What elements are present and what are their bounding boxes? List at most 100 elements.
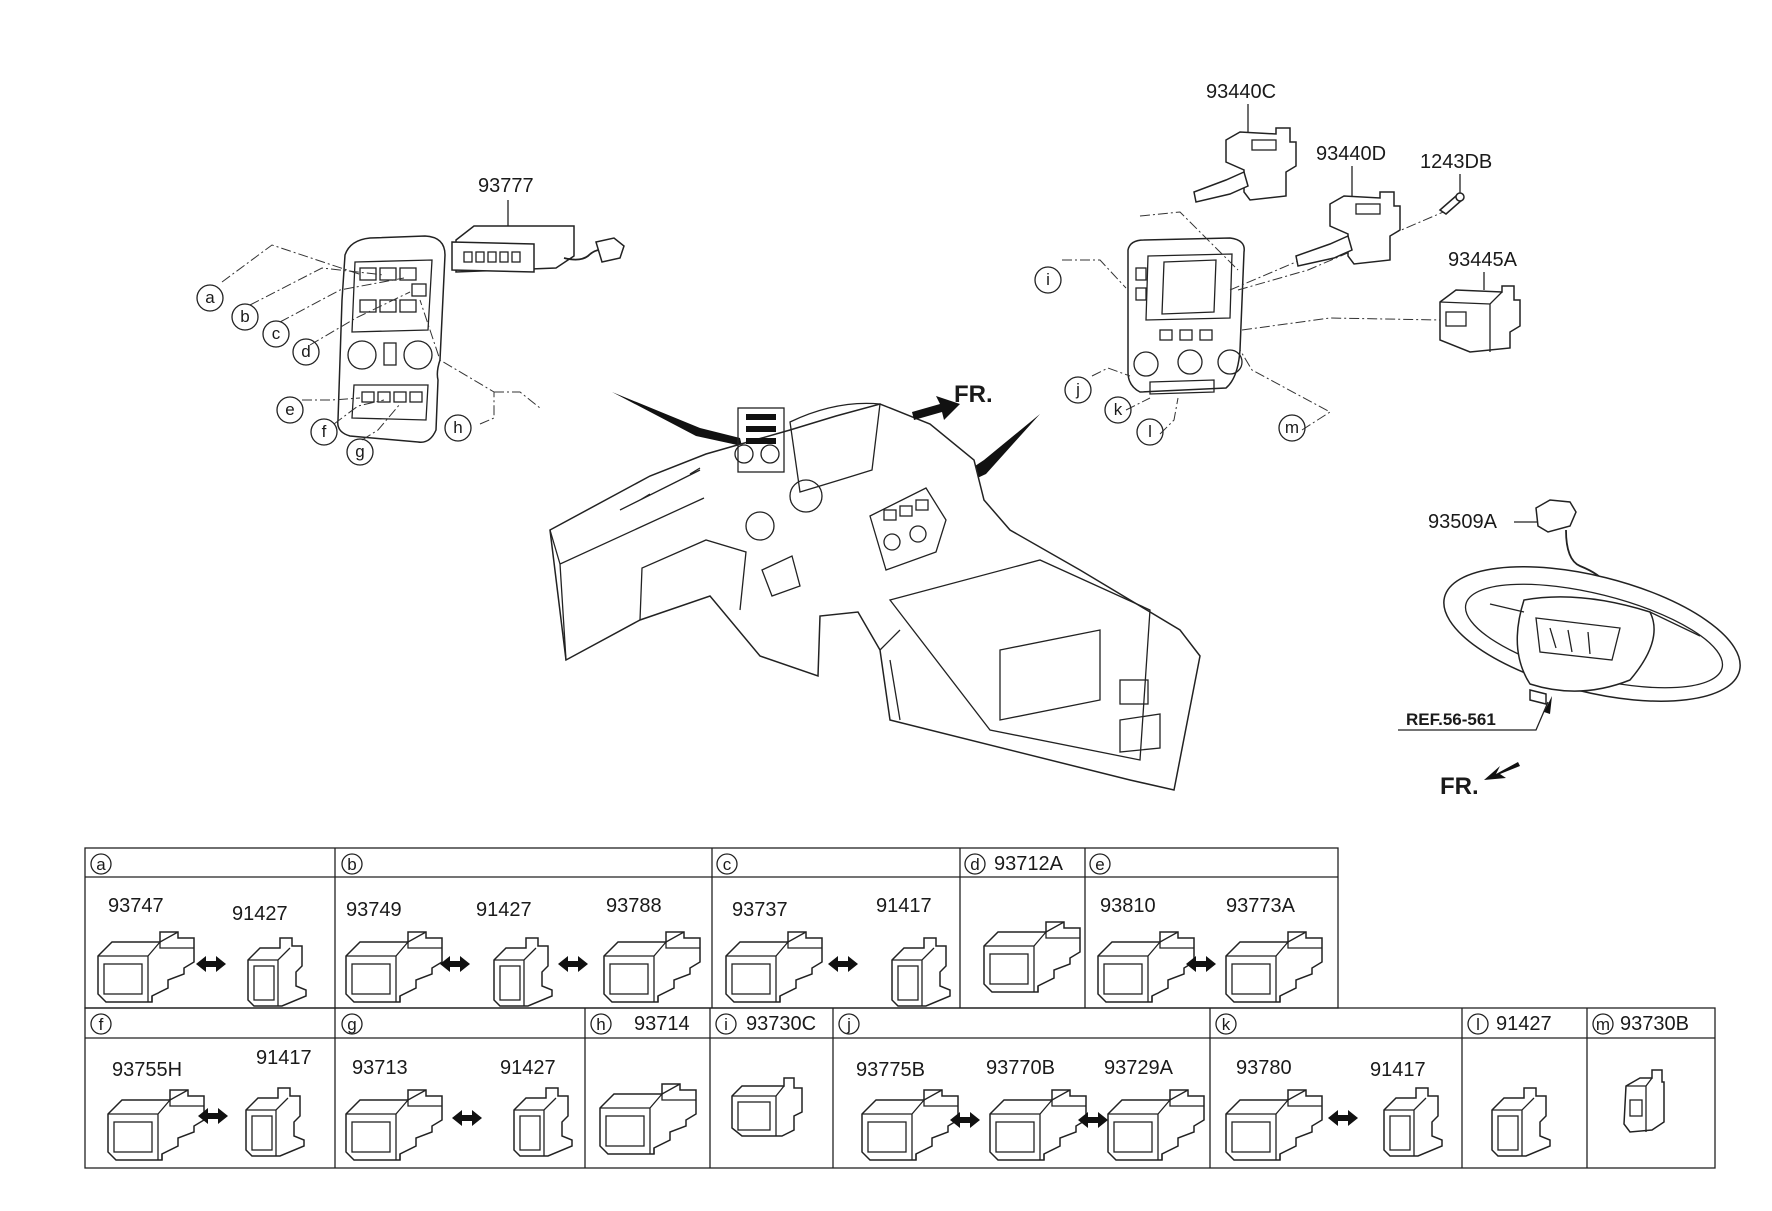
reference-label: REF.56-561	[1406, 710, 1496, 729]
callout-j: j	[1075, 380, 1080, 399]
interchange-arrow-icon	[452, 1110, 482, 1126]
cell-a-item-2: 91427	[232, 903, 288, 925]
switch-93810-icon	[1097, 931, 1195, 1003]
switch-91427-icon	[493, 937, 553, 1007]
switch-93730B-icon	[1623, 1069, 1665, 1133]
interchange-arrow-icon	[558, 956, 588, 972]
cell-k-item-2: 91417	[1370, 1059, 1426, 1081]
dashboard-illustration	[549, 392, 1201, 791]
cell-f-item-2: 91417	[256, 1047, 312, 1069]
part-93440C: 93440C	[1193, 81, 1297, 203]
switch-93788-icon	[603, 931, 701, 1003]
table-cell-l: l 91427	[1467, 1013, 1552, 1157]
cell-b-item-2: 91427	[476, 899, 532, 921]
cell-g-item-2: 91427	[500, 1057, 556, 1079]
cell-i-letter: i	[724, 1015, 728, 1034]
part-93440D-label: 93440D	[1316, 143, 1386, 165]
switch-93770B-icon	[989, 1089, 1087, 1161]
cell-l-letter: l	[1476, 1015, 1480, 1034]
cell-e-letter: e	[1095, 855, 1104, 874]
right-callouts: i j k l m	[1034, 266, 1306, 446]
cell-d-letter: d	[970, 855, 979, 874]
front-arrow-wheel: FR.	[1440, 762, 1520, 800]
switch-91427-icon	[1491, 1087, 1551, 1157]
part-1243DB-label: 1243DB	[1420, 151, 1492, 173]
switch-93775B-icon	[861, 1089, 959, 1161]
part-93445A-label: 93445A	[1448, 249, 1518, 271]
switch-93755H-icon	[107, 1089, 205, 1161]
cell-l-part: 91427	[1496, 1013, 1552, 1035]
switch-93714-icon	[599, 1083, 697, 1155]
cell-f-item-1: 93755H	[112, 1059, 182, 1081]
interchange-arrow-icon	[196, 956, 226, 972]
cell-j-item-1: 93775B	[856, 1059, 925, 1081]
left-switch-panel	[337, 235, 446, 443]
callout-l: l	[1148, 422, 1152, 441]
switch-91417-icon	[245, 1087, 305, 1157]
cell-m-letter: m	[1596, 1015, 1610, 1034]
cell-j-item-2: 93770B	[986, 1057, 1055, 1079]
cell-e-item-2: 93773A	[1226, 895, 1296, 917]
cell-c-item-1: 93737	[732, 899, 788, 921]
cell-i-part: 93730C	[746, 1013, 816, 1035]
cell-a-letter: a	[96, 855, 106, 874]
cell-g-letter: g	[347, 1015, 356, 1034]
callout-i: i	[1046, 270, 1050, 289]
part-93440D: 93440D	[1295, 143, 1401, 267]
front-arrow-main: FR.	[912, 381, 993, 420]
table-cell-f: f 93755H 91417	[90, 1013, 312, 1161]
table-cell-e: e 93810 93773A	[1089, 853, 1323, 1003]
front-label-wheel: FR.	[1440, 773, 1479, 800]
switch-93712A-icon	[983, 921, 1081, 993]
parts-table	[84, 847, 1716, 1169]
front-label-main: FR.	[954, 381, 993, 408]
cell-h-letter: h	[596, 1015, 605, 1034]
switch-91427-icon	[247, 937, 307, 1007]
callout-a: a	[205, 288, 215, 307]
right-switch-panel	[1127, 237, 1245, 395]
table-cell-a: a 93747 91427	[90, 853, 307, 1007]
cell-g-item-1: 93713	[352, 1057, 408, 1079]
callout-b: b	[240, 307, 249, 326]
callout-g: g	[355, 442, 364, 461]
switch-93713-icon	[345, 1089, 443, 1161]
part-93777-label: 93777	[478, 175, 534, 197]
table-cell-h: h 93714	[590, 1013, 697, 1155]
part-93440C-label: 93440C	[1206, 81, 1276, 103]
table-cell-i: i 93730C	[715, 1013, 816, 1137]
cell-j-item-3: 93729A	[1104, 1057, 1174, 1079]
table-cell-m: m 93730B	[1592, 1013, 1689, 1133]
cell-f-letter: f	[99, 1015, 104, 1034]
callout-k: k	[1114, 400, 1123, 419]
left-callouts: a b c d e f g h	[196, 284, 472, 466]
switch-93729A-icon	[1107, 1089, 1205, 1161]
interchange-arrow-icon	[440, 956, 470, 972]
cell-e-item-1: 93810	[1100, 895, 1156, 917]
callout-d: d	[301, 342, 310, 361]
table-cell-c: c 93737 91417	[716, 853, 951, 1007]
table-cell-k: k 93780 91417	[1215, 1013, 1443, 1161]
table-cell-j: j 93775B 93770B 93729A	[838, 1013, 1205, 1161]
switch-91417-icon	[891, 937, 951, 1007]
switch-93773A-icon	[1225, 931, 1323, 1003]
table-cell-g: g 93713 91427	[341, 1013, 573, 1161]
cell-d-part: 93712A	[994, 853, 1064, 875]
cell-j-letter: j	[846, 1015, 851, 1034]
table-cell-d: d 93712A	[964, 853, 1081, 993]
cell-k-letter: k	[1222, 1015, 1231, 1034]
callout-f: f	[322, 422, 327, 441]
callout-c: c	[272, 324, 281, 343]
switch-93730C-icon	[731, 1077, 803, 1137]
cell-k-item-1: 93780	[1236, 1057, 1292, 1079]
cell-b-item-1: 93749	[346, 899, 402, 921]
switch-93747-icon	[97, 931, 195, 1003]
switch-93737-icon	[725, 931, 823, 1003]
switch-93780-icon	[1225, 1089, 1323, 1161]
switch-91417-icon	[1383, 1087, 1443, 1157]
part-93445A: 93445A	[1439, 249, 1521, 353]
steering-wheel: 93509A	[1428, 499, 1741, 705]
interchange-arrow-icon	[1328, 1110, 1358, 1126]
part-93509A-label: 93509A	[1428, 511, 1498, 533]
part-93777-module: 93777	[451, 175, 625, 273]
